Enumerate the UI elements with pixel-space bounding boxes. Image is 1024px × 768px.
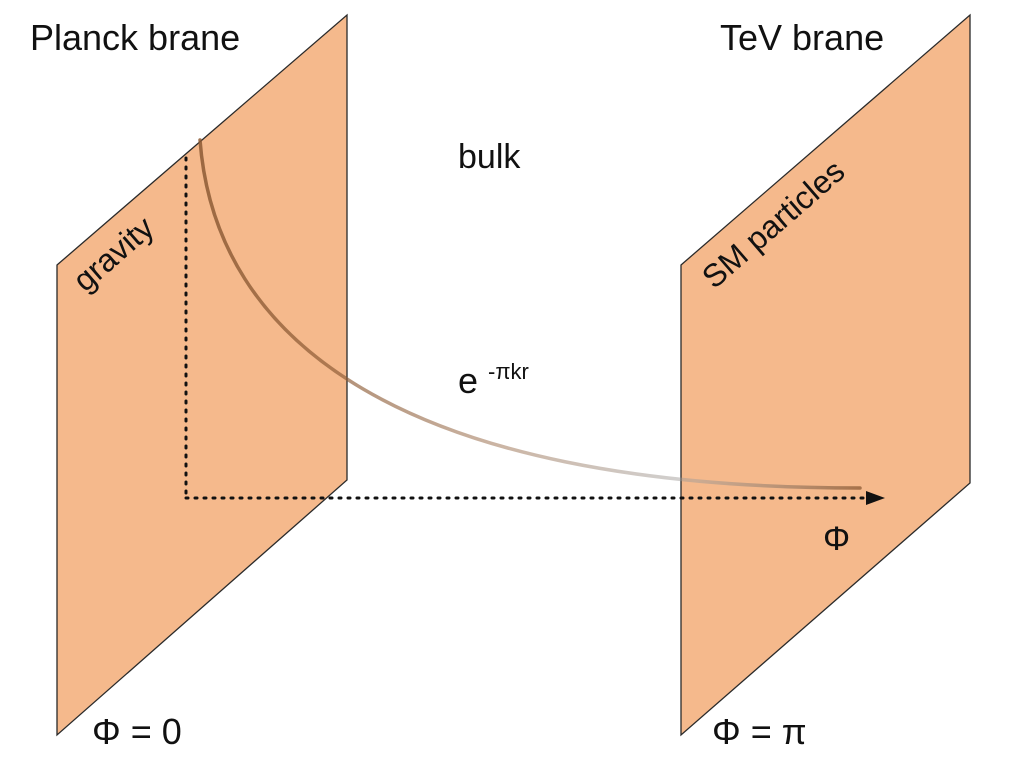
planck-brane-plane [56, 13, 348, 737]
tev-phi-label: Φ = π [712, 711, 807, 752]
warp-factor-base: e [458, 360, 478, 401]
tev-brane-plane [680, 13, 971, 737]
planck-phi-label: Φ = 0 [92, 711, 182, 752]
warp-factor-exponent: -πkr [488, 359, 529, 384]
warp-factor-label: e -πkr [458, 359, 529, 401]
tev-brane-title: TeV brane [720, 17, 884, 58]
phi-axis-arrowhead [866, 491, 885, 505]
planck-brane-title: Planck brane [30, 17, 240, 58]
bulk-label: bulk [458, 138, 521, 176]
warp-factor-curve [198, 138, 862, 490]
phi-axis-label: Φ [823, 520, 850, 558]
